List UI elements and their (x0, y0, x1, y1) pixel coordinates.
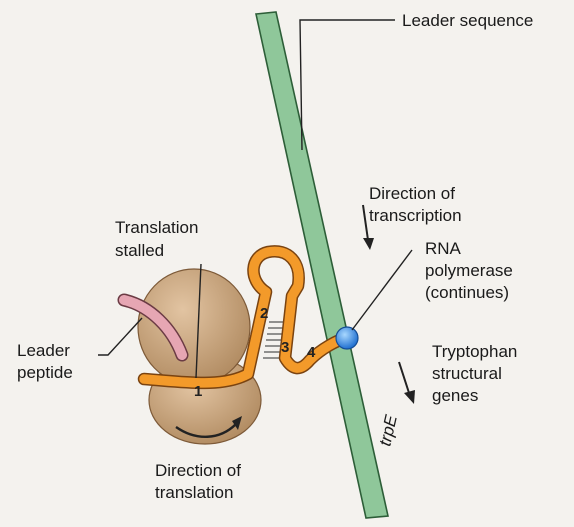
direction-transcription-label: Direction of transcription (369, 184, 462, 225)
leader-sequence-label: Leader sequence (402, 11, 533, 30)
leader-peptide-label: Leader peptide (17, 341, 75, 382)
rna-polymerase-pointer (352, 250, 412, 330)
trpe-gene-label: trpE (375, 413, 401, 448)
region-2: 2 (260, 305, 268, 322)
dna-strand (256, 12, 388, 518)
tryptophan-genes-label: Tryptophan structural genes (432, 342, 522, 405)
region-3: 3 (281, 339, 289, 356)
leader-peptide-pointer (98, 318, 142, 355)
leader-sequence-pointer (300, 20, 395, 150)
translation-stalled-label: Translation stalled (115, 218, 203, 260)
region-1: 1 (194, 383, 202, 400)
tryptophan-genes-arrow (399, 362, 415, 404)
rna-polymerase (336, 327, 358, 349)
rna-polymerase-label: RNA polymerase (continues) (425, 239, 518, 302)
direction-translation-label: Direction of translation (155, 461, 246, 502)
region-4: 4 (307, 344, 316, 361)
